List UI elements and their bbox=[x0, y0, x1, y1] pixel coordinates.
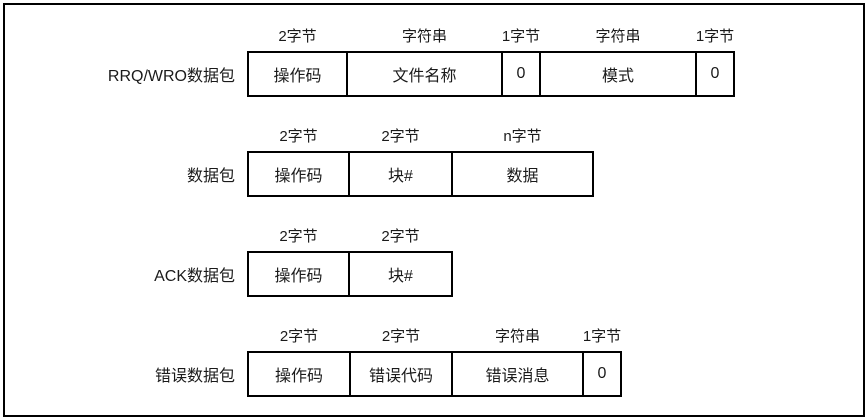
field-size-label: 字符串 bbox=[595, 28, 641, 45]
field-zero-terminator: 1字节 0 bbox=[582, 327, 622, 397]
field-size-label: 2字节 bbox=[279, 128, 318, 145]
field-cell: 操作码 bbox=[247, 51, 348, 97]
field-error-message: 字符串 错误消息 bbox=[451, 327, 584, 397]
field-data: n字节 数据 bbox=[451, 127, 594, 197]
field-filename: 字符串 文件名称 bbox=[346, 27, 503, 97]
field-zero-terminator-1: 1字节 0 bbox=[501, 27, 541, 97]
packet-fields: 2字节 操作码 2字节 块# n字节 数据 bbox=[247, 127, 594, 197]
field-cell: 操作码 bbox=[247, 151, 350, 197]
packet-row-label: 数据包 bbox=[186, 168, 235, 185]
field-cell: 文件名称 bbox=[346, 51, 503, 97]
field-size-label: 2字节 bbox=[381, 228, 420, 245]
field-cell: 块# bbox=[348, 151, 453, 197]
packet-row-label: ACK数据包 bbox=[154, 268, 235, 285]
diagram-frame: RRQ/WRO数据包 2字节 操作码 字符串 文件名称 1字节 0 字符串 模式 bbox=[3, 3, 865, 417]
packet-fields: 2字节 操作码 2字节 块# bbox=[247, 227, 453, 297]
packet-fields: 2字节 操作码 2字节 错误代码 字符串 错误消息 1字节 0 bbox=[247, 327, 622, 397]
packet-row-data: 数据包 2字节 操作码 2字节 块# n字节 数据 bbox=[5, 127, 863, 197]
field-cell: 0 bbox=[582, 351, 622, 397]
field-zero-terminator-2: 1字节 0 bbox=[695, 27, 735, 97]
field-cell: 数据 bbox=[451, 151, 594, 197]
field-cell: 操作码 bbox=[247, 251, 350, 297]
field-size-label: 2字节 bbox=[381, 328, 421, 345]
field-size-label: 1字节 bbox=[501, 28, 541, 45]
field-cell: 模式 bbox=[539, 51, 697, 97]
field-cell: 0 bbox=[501, 51, 541, 97]
field-cell: 错误消息 bbox=[451, 351, 584, 397]
field-size-label: n字节 bbox=[503, 128, 542, 145]
field-opcode: 2字节 操作码 bbox=[247, 227, 350, 297]
field-cell: 块# bbox=[348, 251, 453, 297]
field-size-label: 2字节 bbox=[279, 328, 319, 345]
packet-row-ack: ACK数据包 2字节 操作码 2字节 块# bbox=[5, 227, 863, 297]
field-cell: 0 bbox=[695, 51, 735, 97]
field-opcode: 2字节 操作码 bbox=[247, 327, 351, 397]
field-size-label: 2字节 bbox=[279, 228, 318, 245]
field-block-number: 2字节 块# bbox=[348, 127, 453, 197]
packet-row-error: 错误数据包 2字节 操作码 2字节 错误代码 字符串 错误消息 1字节 0 bbox=[5, 327, 863, 397]
field-cell: 错误代码 bbox=[349, 351, 453, 397]
field-mode: 字符串 模式 bbox=[539, 27, 697, 97]
field-opcode: 2字节 操作码 bbox=[247, 27, 348, 97]
field-cell: 操作码 bbox=[247, 351, 351, 397]
field-size-label: 字符串 bbox=[401, 28, 447, 45]
field-size-label: 1字节 bbox=[695, 28, 735, 45]
packet-row-label: RRQ/WRO数据包 bbox=[107, 68, 235, 85]
field-size-label: 2字节 bbox=[278, 28, 317, 45]
packet-fields: 2字节 操作码 字符串 文件名称 1字节 0 字符串 模式 1字节 0 bbox=[247, 27, 735, 97]
field-opcode: 2字节 操作码 bbox=[247, 127, 350, 197]
packet-row-label: 错误数据包 bbox=[154, 368, 235, 385]
field-size-label: 2字节 bbox=[381, 128, 420, 145]
packet-row-rrq-wrq: RRQ/WRO数据包 2字节 操作码 字符串 文件名称 1字节 0 字符串 模式 bbox=[5, 27, 863, 97]
field-error-code: 2字节 错误代码 bbox=[349, 327, 453, 397]
field-size-label: 1字节 bbox=[582, 328, 622, 345]
field-block-number: 2字节 块# bbox=[348, 227, 453, 297]
field-size-label: 字符串 bbox=[494, 328, 540, 345]
